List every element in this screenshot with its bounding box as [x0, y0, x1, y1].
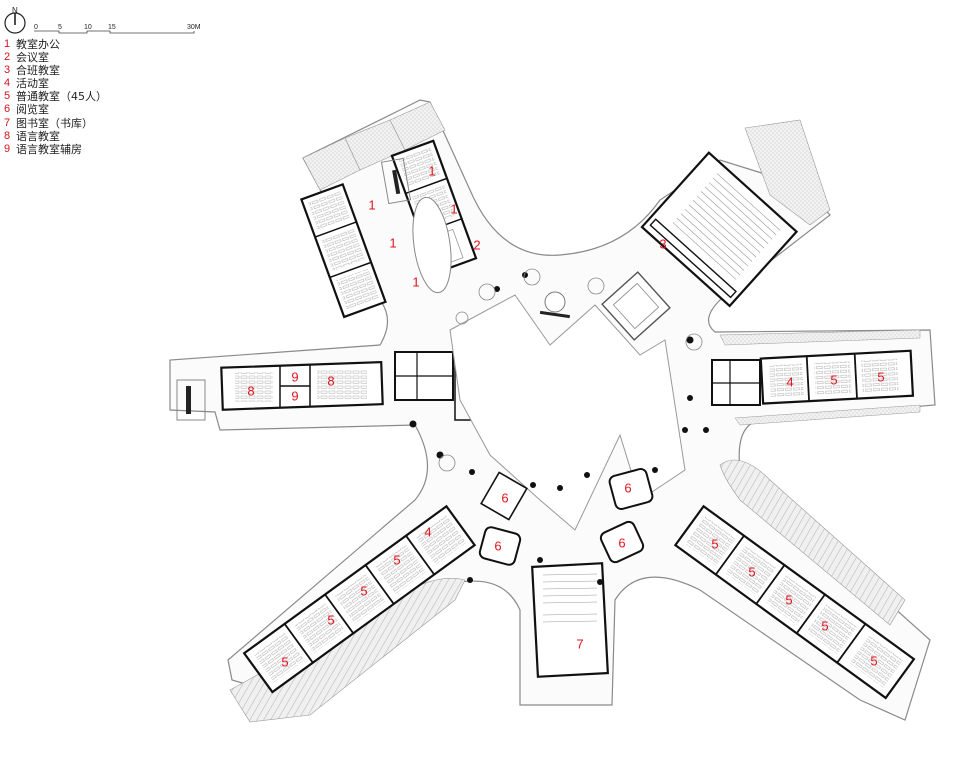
- legend-number: 2: [4, 51, 11, 64]
- legend-item: 3 合班教室: [4, 64, 107, 77]
- scale-tick-15: 15: [108, 24, 116, 31]
- room-label-activity-room: 4: [786, 374, 793, 389]
- legend-label: 阅览室: [16, 103, 49, 117]
- room-label-office: 1: [428, 163, 435, 178]
- lounge-seating: [438, 268, 703, 472]
- legend-label: 图书室（书库）: [16, 116, 93, 130]
- room-label-classroom: 5: [830, 372, 837, 387]
- room-label-activity-room: 4: [424, 524, 431, 539]
- legend-number: 9: [4, 142, 11, 155]
- legend-number: 6: [4, 103, 11, 116]
- north-wing: 1 1 1 1 1 2: [299, 139, 481, 319]
- room-label-meeting-room: 2: [473, 237, 480, 252]
- room-label-classroom: 5: [748, 564, 755, 579]
- legend-item: 2 会议室: [4, 51, 107, 64]
- central-atrium: [449, 291, 686, 531]
- northeast-wing: 3: [640, 151, 799, 308]
- legend-number: 8: [4, 129, 11, 142]
- room-label-office: 1: [368, 197, 375, 212]
- legend-item: 5 普通教室（45人）: [4, 90, 107, 103]
- southeast-wing: 5 5 5 5 5: [673, 504, 916, 700]
- room-label-reading-room: 6: [618, 535, 625, 550]
- legend-item: 4 活动室: [4, 77, 107, 90]
- legend-item: 9 语言教室辅房: [4, 143, 107, 156]
- room-label-classroom: 5: [281, 654, 288, 669]
- north-arrow-icon: N: [4, 6, 26, 34]
- south-wing: 7: [531, 562, 609, 678]
- west-wing: 8 9 9 8: [176, 339, 486, 421]
- room-label-language-room: 8: [327, 373, 334, 388]
- legend-label: 普通教室（45人）: [16, 90, 107, 104]
- legend-label: 语言教室辅房: [16, 142, 82, 156]
- scale-tick-30: 30M: [187, 24, 201, 31]
- room-label-reading-room: 6: [501, 490, 508, 505]
- legend-item: 1 教室办公: [4, 38, 107, 51]
- scale-tick-5: 5: [58, 24, 62, 31]
- legend-number: 4: [4, 77, 11, 90]
- room-label-classroom: 5: [711, 536, 718, 551]
- atrium-stair: [601, 271, 671, 341]
- room-label-classroom: 5: [327, 612, 334, 627]
- room-label-classroom: 5: [870, 653, 877, 668]
- north-label: N: [12, 6, 18, 15]
- room-label-classroom: 5: [785, 592, 792, 607]
- legend-number: 5: [4, 90, 11, 103]
- reading-rooms: 6 6 6 6: [478, 468, 654, 566]
- room-label-classroom: 5: [821, 618, 828, 633]
- room-label-classroom: 5: [877, 369, 884, 384]
- room-label-office: 1: [412, 274, 419, 289]
- scale-tick-10: 10: [84, 24, 92, 31]
- north-arrow-and-scale-bar: N 0 5 10 15 30M: [4, 6, 201, 34]
- room-label-reading-room: 6: [494, 538, 501, 553]
- room-label-office: 1: [389, 235, 396, 250]
- room-label-classroom: 5: [360, 583, 367, 598]
- room-label-classroom: 5: [393, 552, 400, 567]
- room-label-office: 1: [450, 201, 457, 216]
- room-label-library: 7: [576, 636, 583, 651]
- legend-number: 3: [4, 64, 11, 77]
- scale-header: N 0 5 10 15 30M: [4, 6, 204, 40]
- legend-label: 会议室: [16, 51, 49, 65]
- legend-item: 8 语言教室: [4, 130, 107, 143]
- legend-label: 活动室: [16, 77, 49, 91]
- room-label-reading-room: 6: [624, 480, 631, 495]
- legend-item: 7 图书室（书库）: [4, 117, 107, 130]
- scale-tick-0: 0: [34, 24, 38, 31]
- legend-number: 1: [4, 38, 11, 50]
- southwest-wing: 4 5 5 5 5: [242, 504, 477, 694]
- east-wing: 4 5 5: [711, 349, 915, 406]
- legend-number: 7: [4, 116, 11, 129]
- room-label-lecture-hall: 3: [659, 236, 666, 251]
- room-label-language-aux: 9: [291, 369, 298, 384]
- legend-label: 教室办公: [16, 38, 60, 51]
- legend-item: 6 阅览室: [4, 103, 107, 116]
- legend-label: 语言教室: [16, 129, 60, 143]
- landscape-strips: [229, 101, 921, 723]
- legend-label: 合班教室: [16, 64, 60, 78]
- room-label-language-aux: 9: [291, 388, 298, 403]
- scale-bar: 0 5 10 15 30M: [34, 24, 201, 34]
- room-label-language-room: 8: [247, 383, 254, 398]
